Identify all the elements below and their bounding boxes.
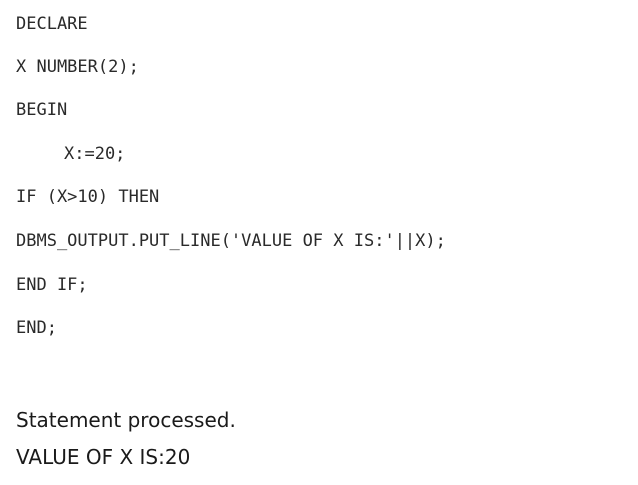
output-status-text: Statement processed.	[16, 408, 236, 432]
code-line-end: END;	[16, 318, 57, 338]
code-line-declare: DECLARE	[16, 14, 88, 34]
code-line-output-statement: DBMS_OUTPUT.PUT_LINE('VALUE OF X IS:'||X…	[16, 231, 446, 251]
output-result-text: VALUE OF X IS:20	[16, 445, 191, 469]
code-line-begin: BEGIN	[16, 100, 68, 120]
code-line-variable-declaration: X NUMBER(2);	[16, 57, 139, 77]
code-line-if-condition: IF (X>10) THEN	[16, 187, 160, 207]
code-line-end-if: END IF;	[16, 275, 88, 295]
code-line-assignment: X:=20;	[64, 144, 126, 164]
